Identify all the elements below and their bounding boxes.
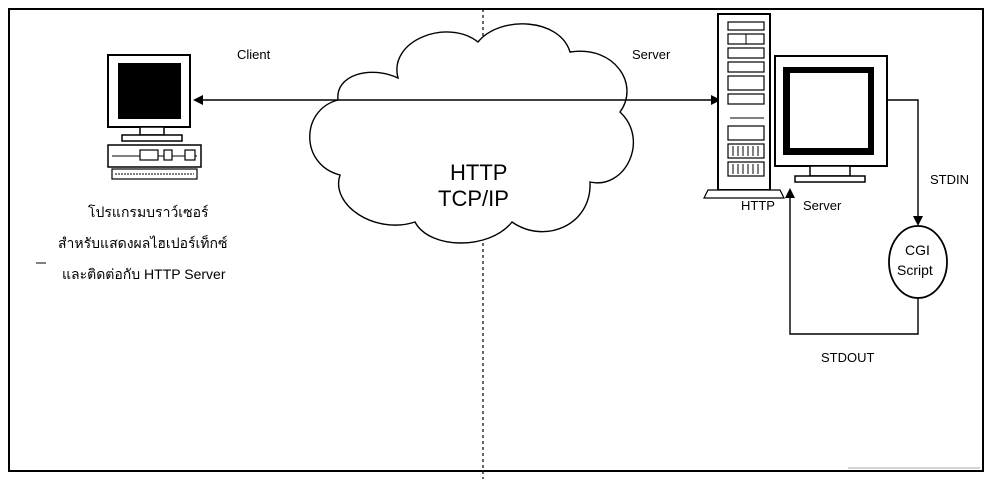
http-label: HTTP <box>741 198 775 213</box>
protocol-tcpip-label: TCP/IP <box>438 186 509 212</box>
script-label: Script <box>897 262 933 278</box>
server-monitor-icon <box>775 56 887 182</box>
stdin-label: STDIN <box>930 172 969 187</box>
client-computer-icon <box>108 55 201 179</box>
server-tower-icon <box>704 14 784 198</box>
http-server-label: Server <box>803 198 841 213</box>
stdin-arrowhead <box>913 216 923 226</box>
browser-caption-line-1: โปรแกรมบราว์เซอร์ <box>88 202 209 224</box>
browser-caption-line-3: และติดต่อกับ HTTP Server <box>62 264 225 286</box>
protocol-http-label: HTTP <box>450 160 507 186</box>
stdin-flow-line <box>887 100 918 218</box>
cgi-label: CGI <box>905 242 930 258</box>
client-label: Client <box>237 47 270 62</box>
arrowhead-left <box>193 95 203 105</box>
stdout-arrowhead <box>785 188 795 198</box>
stdout-label: STDOUT <box>821 350 874 365</box>
browser-caption-line-2: สำหรับแสดงผลไฮเปอร์เท็กซ์ <box>58 233 228 255</box>
server-label: Server <box>632 47 670 62</box>
